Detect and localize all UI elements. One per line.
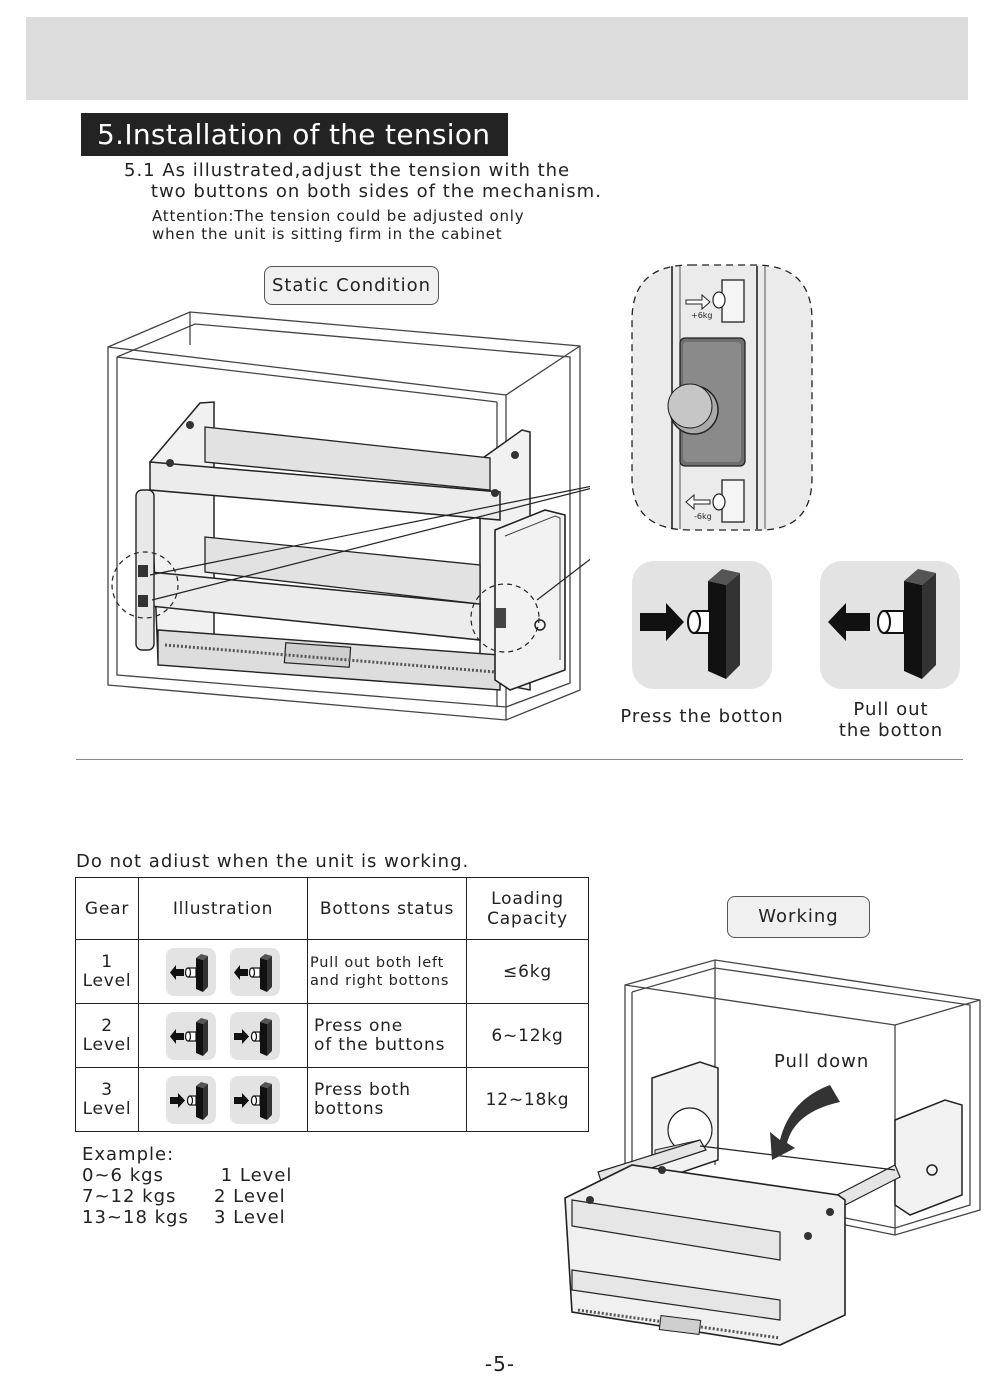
example-row: 0~6 kgs 1 Level (82, 1165, 292, 1186)
minus-6kg-label: -6kg (694, 512, 712, 521)
example-level: 3 Level (214, 1207, 286, 1228)
attention-line-1: Attention:The tension could be adjusted … (152, 207, 525, 225)
button-detail-illustration (631, 264, 813, 531)
pull-caption: Pull out the botton (816, 699, 966, 741)
page-number: -5- (484, 1352, 516, 1376)
press-button-icon (632, 561, 772, 689)
press-left-icon (165, 1075, 216, 1124)
gear-number: 3 (101, 1079, 113, 1100)
attention-text: Attention:The tension could be adjusted … (152, 207, 524, 243)
status-line-2: of the buttons (314, 1034, 446, 1055)
example-range: 13~18 kgs (82, 1207, 189, 1228)
header-capacity: Loading Capacity (466, 877, 589, 940)
section-divider (76, 759, 963, 760)
pull-down-label: Pull down (774, 1051, 870, 1072)
capacity-cell: 6~12kg (466, 1003, 589, 1068)
status-line-1: Press both (314, 1079, 411, 1100)
instruction-line-2: two buttons on both sides of the mechani… (124, 181, 602, 202)
pull-left-icon (165, 1011, 216, 1060)
status-line-2: bottons (314, 1098, 385, 1119)
warning-text: Do not adiust when the unit is working. (76, 851, 470, 872)
instruction-line-1: 5.1 As illustrated,adjust the tension wi… (124, 160, 571, 181)
press-right-icon (230, 1075, 281, 1124)
instruction-text: 5.1 As illustrated,adjust the tension wi… (124, 160, 602, 202)
gear-word: Level (82, 1034, 132, 1055)
pull-left-icon (165, 947, 216, 996)
attention-line-2: when the unit is sitting firm in the cab… (152, 225, 503, 243)
example-level: 2 Level (214, 1186, 286, 1207)
gear-number: 2 (101, 1015, 113, 1036)
pull-caption-line-2: the botton (838, 720, 944, 741)
status-line-1: Pull out both left (310, 954, 445, 971)
gear-word: Level (82, 970, 132, 991)
static-condition-label: Static Condition (264, 266, 439, 305)
gear-number: 1 (101, 951, 113, 972)
working-label: Working (727, 896, 870, 938)
plus-6kg-label: +6kg (691, 311, 713, 320)
example-level: 1 Level (214, 1165, 293, 1186)
header-gear: Gear (75, 877, 139, 940)
example-title: Example: (82, 1144, 175, 1165)
gear-table: Gear Illustration Bottons status Loading… (75, 877, 589, 1132)
capacity-cell: ≤6kg (466, 939, 589, 1004)
illustration-cell (138, 939, 308, 1004)
example-row: 7~12 kgs 2 Level (82, 1186, 292, 1207)
capacity-cell: 12~18kg (466, 1067, 589, 1132)
cabinet-static-illustration (107, 311, 590, 721)
header-capacity-line-1: Loading (491, 888, 564, 909)
status-line-1: Press one (314, 1015, 403, 1036)
example-block: Example: 0~6 kgs 1 Level 7~12 kgs 2 Level… (82, 1144, 292, 1228)
press-caption: Press the botton (620, 706, 784, 727)
section-title: 5.Installation of the tension (81, 113, 508, 156)
gear-word: Level (82, 1098, 132, 1119)
pull-button-icon (820, 561, 960, 689)
illustration-cell (138, 1067, 308, 1132)
pull-right-icon (230, 947, 281, 996)
illustration-cell (138, 1003, 308, 1068)
cabinet-working-illustration (564, 959, 981, 1346)
pull-caption-line-1: Pull out (853, 699, 929, 720)
example-range: 7~12 kgs (82, 1186, 177, 1207)
table-header-row: Gear Illustration Bottons status Loading… (75, 877, 589, 940)
status-line-2: and right bottons (310, 972, 450, 989)
header-illustration: Illustration (138, 877, 308, 940)
header-bar (26, 17, 968, 100)
example-range: 0~6 kgs (82, 1165, 164, 1186)
header-capacity-line-2: Capacity (487, 908, 568, 929)
press-right-icon (230, 1011, 281, 1060)
header-status: Bottons status (307, 877, 467, 940)
example-row: 13~18 kgs 3 Level (82, 1207, 292, 1228)
